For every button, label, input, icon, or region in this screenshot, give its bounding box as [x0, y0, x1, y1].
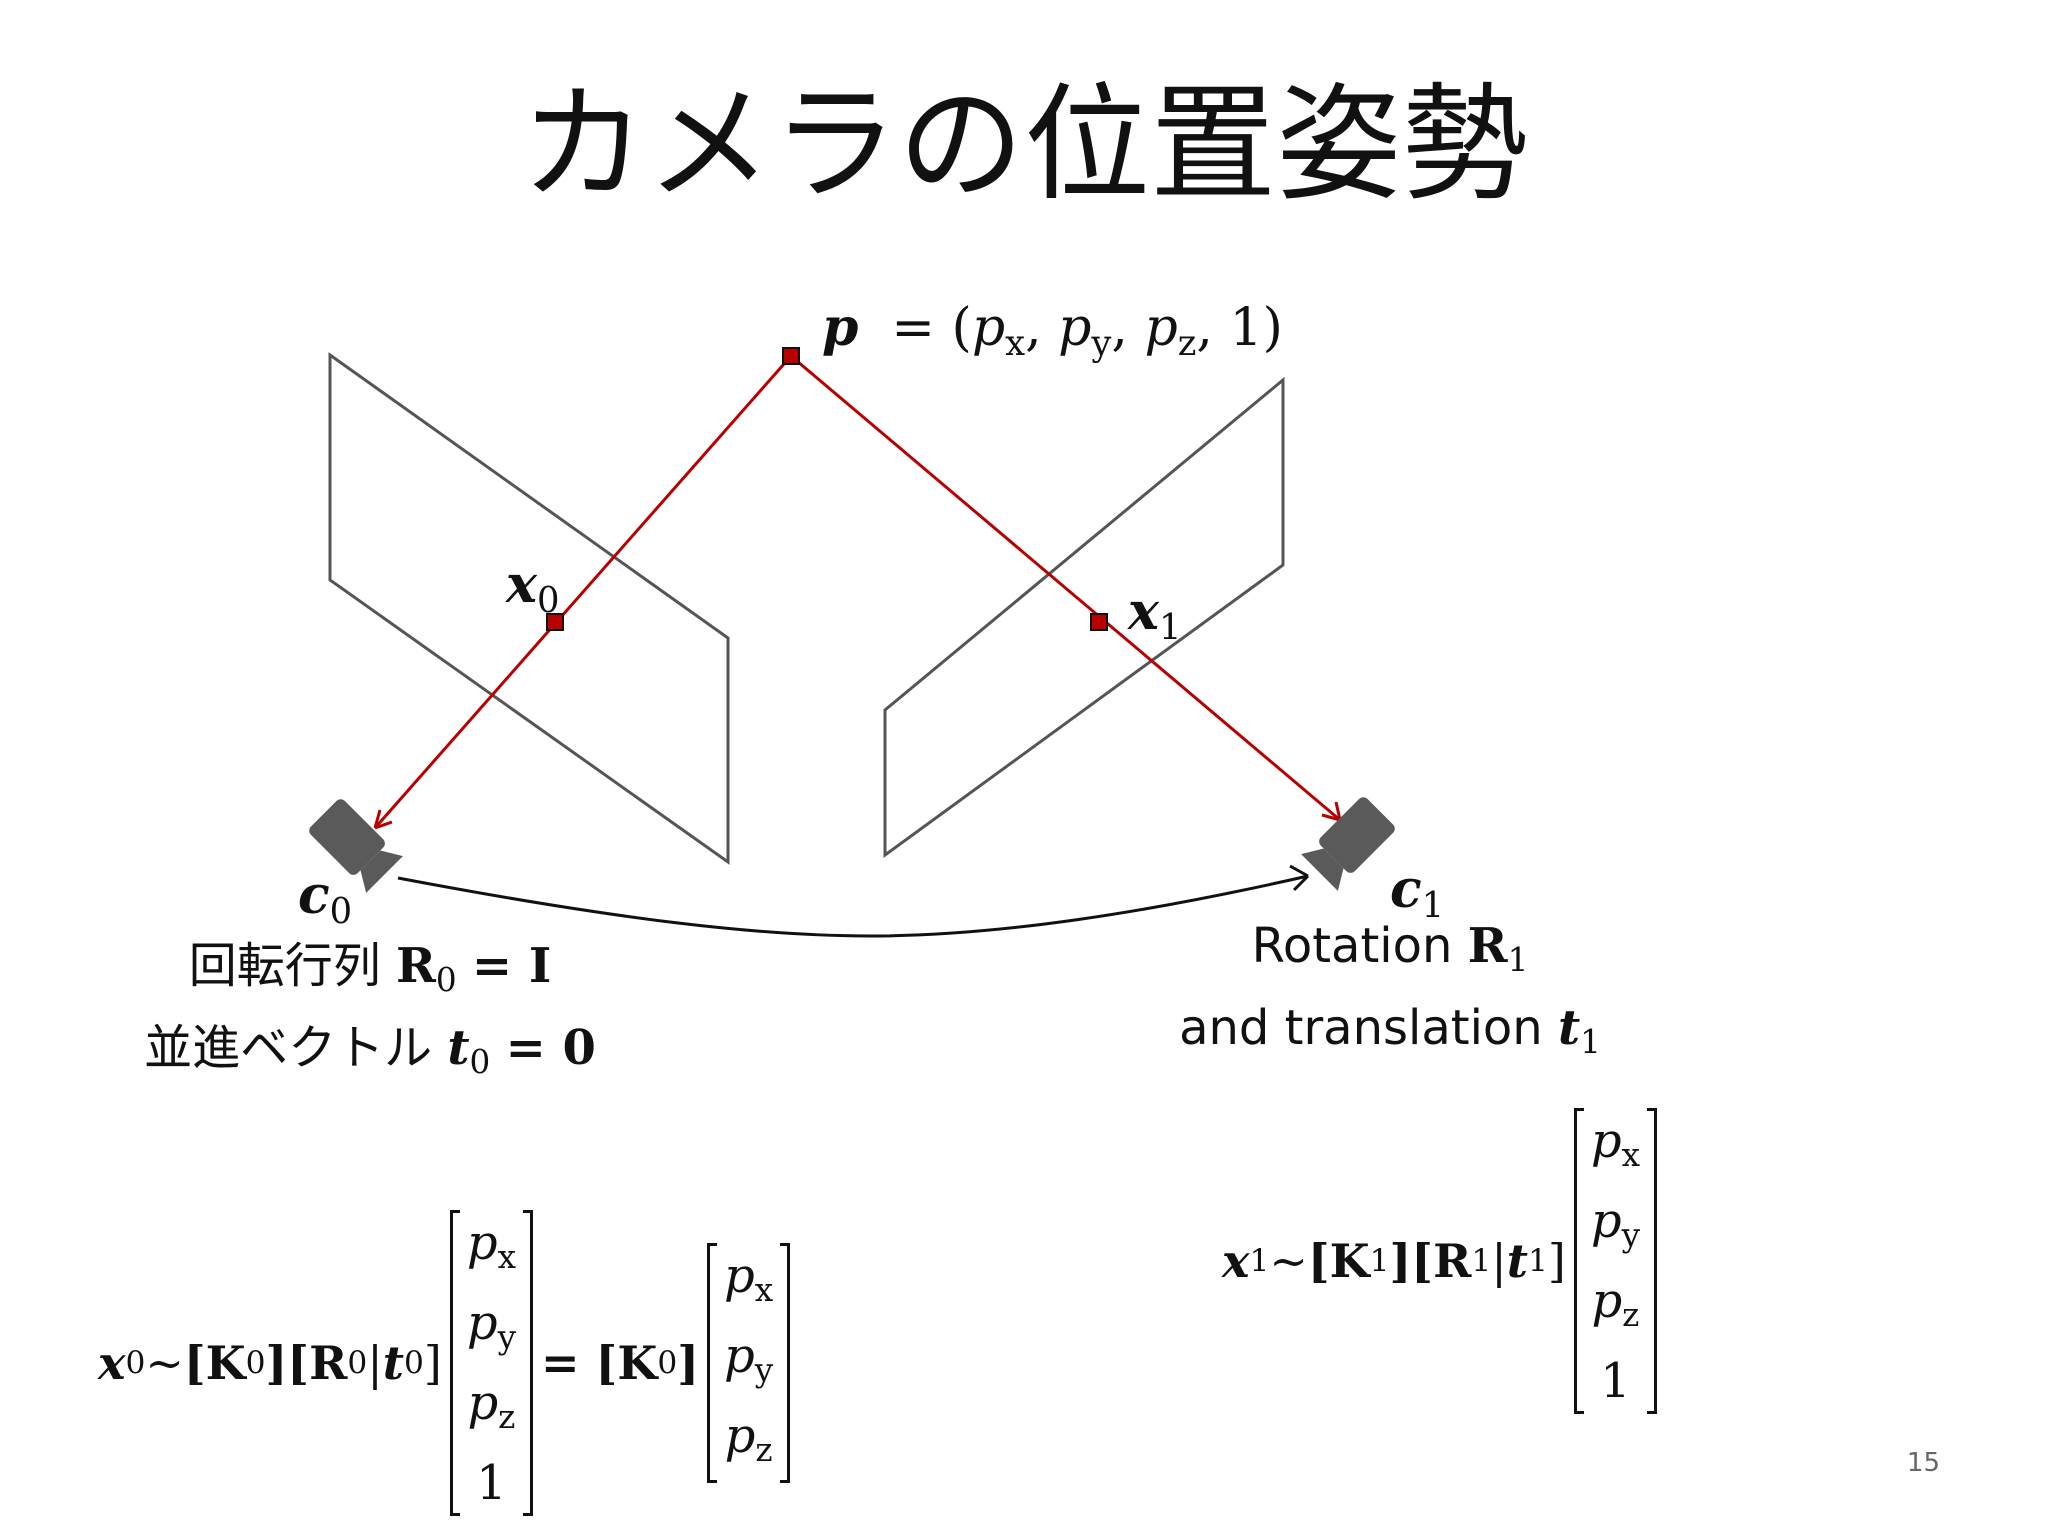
- marker-x0: [546, 613, 564, 631]
- left-caption: 回転行列 R0 = I 並進ベクトル t0 = 0: [100, 932, 640, 1096]
- label-c0: c0: [298, 865, 353, 932]
- label-x1: x1: [1128, 581, 1182, 648]
- marker-p: [782, 347, 800, 365]
- right-caption-rotation: Rotation R1: [1251, 918, 1529, 980]
- ray-c0-to-p: [373, 355, 793, 829]
- right-caption-translation: and translation t1: [1179, 1000, 1601, 1062]
- vector-homogeneous-p-right: px py pz 1: [1573, 1108, 1658, 1415]
- page-number: 15: [1906, 1448, 1940, 1478]
- slide-title: カメラの位置姿勢: [520, 71, 1528, 218]
- right-image-plane: [883, 376, 1285, 858]
- label-point-p: p = (px, py, pz, 1): [822, 297, 1283, 364]
- ray-arrowhead-c0: [373, 809, 393, 830]
- vector-p-left: px py pz: [706, 1243, 791, 1484]
- motion-arc-arrowhead: [1289, 864, 1310, 892]
- label-c1: c1: [1390, 859, 1445, 926]
- marker-x1: [1090, 613, 1108, 631]
- camera-c0-icon: [309, 799, 403, 893]
- left-image-plane: [328, 352, 730, 865]
- camera-c1-icon: [1301, 797, 1395, 891]
- ray-arrowhead-c1: [1321, 801, 1342, 822]
- left-caption-rotation: 回転行列 R0 = I: [188, 938, 552, 1000]
- motion-arc: [397, 874, 1309, 938]
- right-caption: Rotation R1 and translation t1: [1160, 912, 1620, 1076]
- ray-p-to-c1: [790, 354, 1341, 822]
- left-caption-translation: 並進ベクトル t0 = 0: [144, 1020, 596, 1082]
- label-x0: x0: [506, 554, 560, 621]
- vector-homogeneous-p-left: px py pz 1: [449, 1210, 534, 1517]
